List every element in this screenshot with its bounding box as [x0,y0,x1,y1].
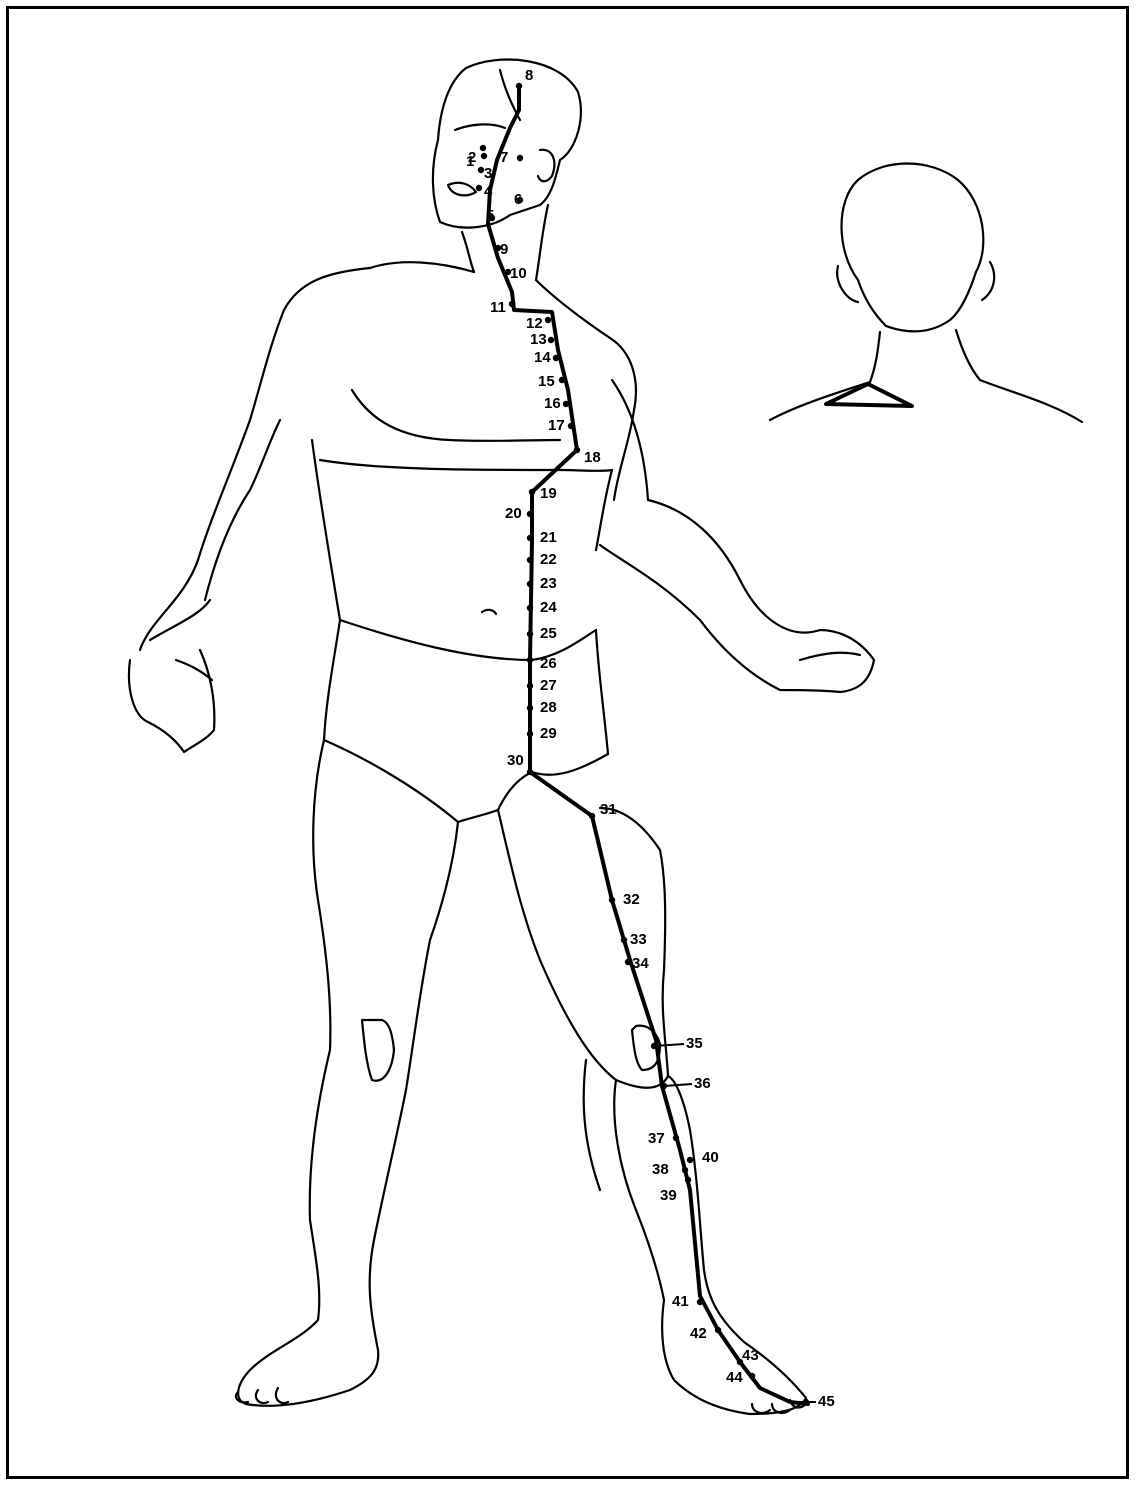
inset-channel [826,384,912,406]
acupoint-label-30: 30 [507,752,524,769]
acupoint-marker-17 [568,423,574,429]
acupoint-marker-31 [589,813,595,819]
acupoint-marker-38 [682,1167,688,1173]
acupoint-marker-41 [697,1299,703,1305]
acupoint-marker-23 [527,581,533,587]
acupoint-marker-39 [685,1177,691,1183]
acupoint-label-29: 29 [540,725,557,742]
acupoint-marker-32 [609,897,615,903]
acupoint-marker-12 [545,317,551,323]
acupoint-marker-37 [673,1135,679,1141]
acupoint-label-7: 7 [500,149,508,166]
acupoint-marker-22 [527,557,533,563]
acupoint-label-28: 28 [540,699,557,716]
acupoint-label-4: 4 [484,183,493,200]
acupoint-label-39: 39 [660,1187,677,1204]
acupoint-label-45: 45 [818,1393,835,1410]
acupoint-label-24: 24 [540,599,557,616]
acupoint-label-35: 35 [686,1035,703,1052]
acupoint-label-21: 21 [540,529,557,546]
acupoint-label-8: 8 [525,67,533,84]
acupoint-marker-13 [548,337,554,343]
acupoint-label-42: 42 [690,1325,707,1342]
acupoint-marker-14 [553,355,559,361]
acupoint-marker-4 [476,185,482,191]
acupoint-marker-27 [527,683,533,689]
acupoint-label-23: 23 [540,575,557,592]
acupoint-label-26: 26 [540,655,557,672]
meridian-channel [488,86,808,1404]
acupoint-marker-42 [715,1327,721,1333]
acupoint-label-3: 3 [484,165,492,182]
acupoint-label-6: 6 [514,191,522,208]
acupoint-label-43: 43 [742,1347,759,1364]
acupoint-label-14: 14 [534,349,551,366]
acupoint-marker-2 [481,153,487,159]
acupoint-marker-40 [687,1157,693,1163]
acupoint-label-10: 10 [510,265,527,282]
acupoints: 1234567891011121314151617181920212223242… [466,67,835,1410]
acupoint-label-33: 33 [630,931,647,948]
acupoint-label-31: 31 [600,801,617,818]
acupoint-label-32: 32 [623,891,640,908]
back-view-inset [770,164,1082,423]
acupoint-marker-1 [480,145,486,151]
acupoint-label-25: 25 [540,625,557,642]
acupoint-marker-18 [574,447,580,453]
acupoint-label-9: 9 [500,241,508,258]
acupoint-marker-28 [527,705,533,711]
leader-line [664,1084,692,1086]
acupoint-label-34: 34 [632,955,649,972]
acupoint-marker-21 [527,535,533,541]
acupoint-label-20: 20 [505,505,522,522]
acupoint-label-16: 16 [544,395,561,412]
acupoint-label-37: 37 [648,1130,665,1147]
acupoint-label-44: 44 [726,1369,743,1386]
acupoint-label-5: 5 [486,207,494,224]
acupoint-label-41: 41 [672,1293,689,1310]
acupoint-marker-7 [517,155,523,161]
acupoint-marker-26 [527,657,533,663]
acupoint-label-12: 12 [526,315,543,332]
acupoint-marker-33 [621,937,627,943]
acupoint-label-38: 38 [652,1161,669,1178]
acupoint-marker-29 [527,731,533,737]
acupoint-label-27: 27 [540,677,557,694]
acupoint-marker-20 [527,511,533,517]
acupoint-label-40: 40 [702,1149,719,1166]
acupoint-label-17: 17 [548,417,565,434]
acupoint-marker-25 [527,631,533,637]
acupoint-label-18: 18 [584,449,601,466]
acupoint-label-36: 36 [694,1075,711,1092]
acupoint-label-19: 19 [540,485,557,502]
acupoint-label-13: 13 [530,331,547,348]
acupoint-label-22: 22 [540,551,557,568]
acupoint-marker-15 [559,377,565,383]
acupoint-label-2: 2 [468,149,476,166]
acupoint-marker-34 [625,959,631,965]
acupoint-label-11: 11 [490,299,506,316]
acupoint-marker-44 [749,1373,755,1379]
acupoint-marker-19 [529,489,535,495]
acupoint-marker-24 [527,605,533,611]
acupoint-marker-16 [563,401,569,407]
acupoint-marker-8 [516,83,522,89]
acupoint-label-15: 15 [538,373,555,390]
acupoint-marker-30 [527,769,533,775]
acupoint-marker-11 [509,301,515,307]
